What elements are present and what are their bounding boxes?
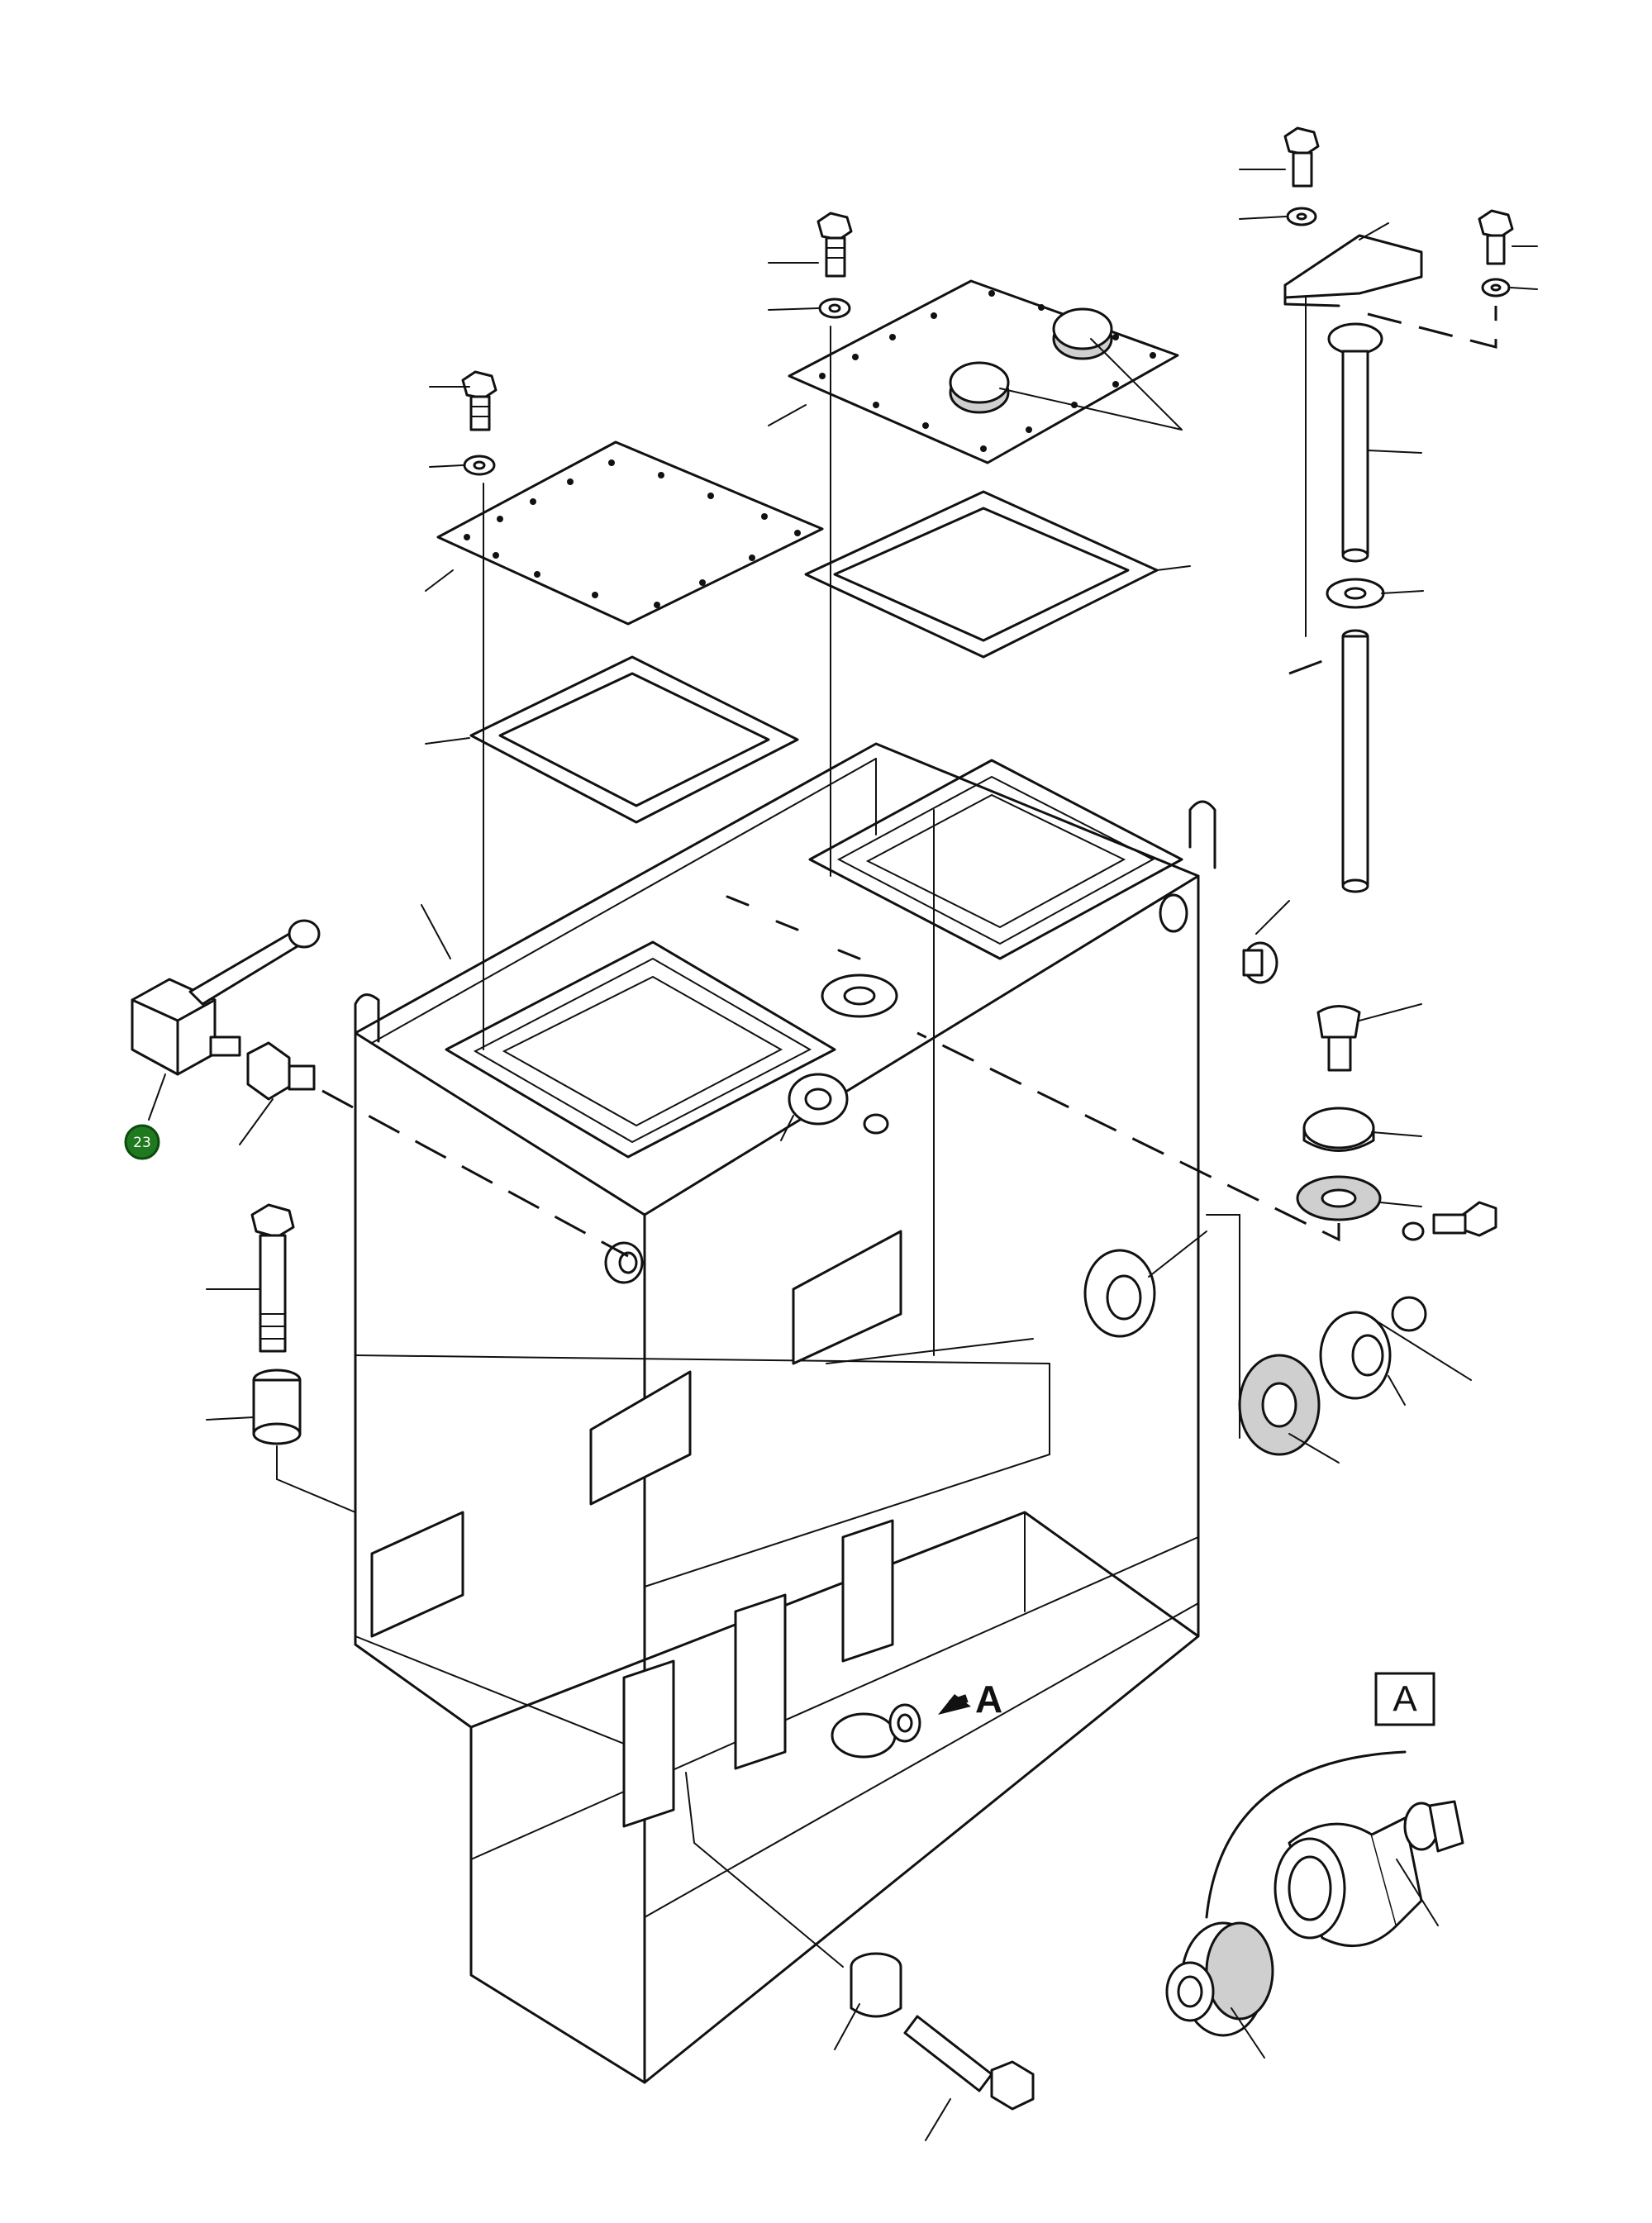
- drain-screw: [1316, 1005, 1361, 1072]
- lower-bushing: [850, 1952, 902, 2018]
- valve-fitting: [788, 1073, 889, 1135]
- inner-baffles: [370, 1230, 902, 1828]
- middle-cover-plate: [788, 279, 1179, 464]
- left-lifting-handle: [354, 993, 380, 1068]
- leader-lines: [148, 169, 1538, 2141]
- dust-cap: [1165, 1750, 1407, 2037]
- hose-adapter: [246, 1041, 316, 1101]
- cap-gasket: [1296, 1175, 1382, 1221]
- left-bolt: [461, 370, 498, 431]
- rear-plug: [1159, 893, 1278, 984]
- right-lifting-handle: [1188, 800, 1216, 869]
- top-slots: [726, 895, 861, 960]
- rear-tank-opening: [808, 759, 1183, 960]
- item-badge[interactable]: 23: [124, 1124, 160, 1160]
- bushing: [252, 1369, 302, 1445]
- upper-tube: [1327, 322, 1383, 563]
- left-washer: [463, 455, 496, 476]
- side-drain-assembly: [1238, 1201, 1497, 1456]
- middle-bolt: [816, 212, 853, 278]
- lower-bolt: [903, 2015, 1035, 2111]
- front-tank-opening: [445, 940, 836, 1159]
- view-a-label: A: [975, 1678, 1002, 1721]
- long-bolt: [250, 1203, 295, 1353]
- cap-plate: [1302, 1107, 1375, 1152]
- item-badge-number: 23: [133, 1135, 151, 1151]
- right-bolt-top: [1283, 126, 1320, 188]
- bracket: [1283, 234, 1423, 307]
- middle-gasket: [804, 490, 1159, 659]
- right-washer-top: [1286, 207, 1317, 226]
- tube-flange: [1326, 578, 1385, 609]
- middle-washer: [818, 298, 851, 319]
- tank-body: [354, 742, 1240, 2084]
- drain-coupling: [831, 1703, 921, 1759]
- detail-a-label: A: [1393, 1679, 1417, 1720]
- quick-disconnect-coupling: [1274, 1800, 1464, 1948]
- top-flange: [821, 973, 898, 1018]
- side-ring-right: [1083, 1249, 1156, 1338]
- side-ring-front: [604, 1241, 644, 1284]
- detail-a-box: A: [1374, 1672, 1435, 1726]
- view-a-arrow: A: [938, 1678, 1002, 1721]
- shutoff-valve: [131, 919, 321, 1076]
- left-gasket: [469, 655, 799, 824]
- left-cover-plate: [436, 440, 824, 626]
- lower-tube: [1341, 629, 1369, 893]
- far-right-washer: [1481, 278, 1511, 298]
- far-right-bolt: [1478, 209, 1514, 265]
